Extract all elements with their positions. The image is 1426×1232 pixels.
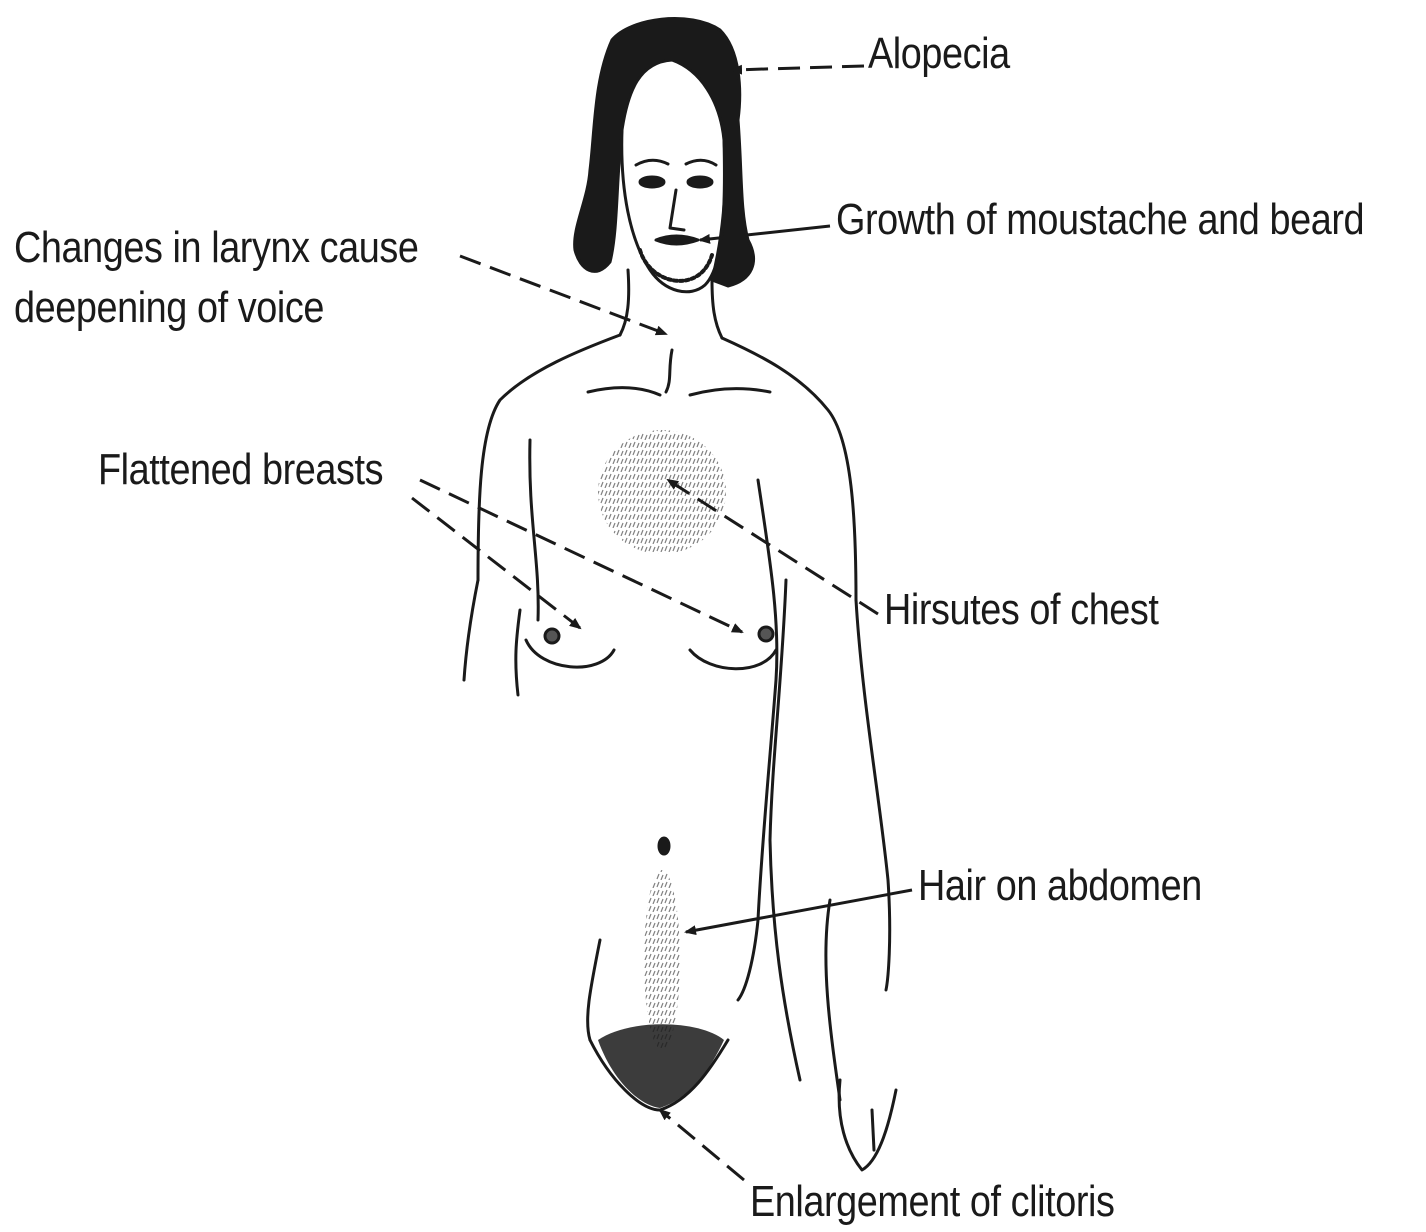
left-brow <box>636 160 668 165</box>
moustache <box>656 236 698 244</box>
right-brow <box>686 160 716 165</box>
beard <box>640 250 712 281</box>
nose <box>670 190 684 230</box>
left-shoulder <box>478 335 620 580</box>
label-hirsutes-chest: Hirsutes of chest <box>884 580 1159 640</box>
right-forearm <box>826 900 840 1100</box>
right-arm-outer <box>856 600 890 990</box>
left-nipple <box>545 629 559 643</box>
label-enlargement-clitoris: Enlargement of clitoris <box>750 1172 1114 1232</box>
label-hair-abdomen: Hair on abdomen <box>918 856 1202 916</box>
left-eye <box>640 177 664 187</box>
right-breast <box>690 650 776 669</box>
left-breast <box>526 640 614 667</box>
right-nipple <box>759 627 773 641</box>
pubic-hair <box>598 1024 724 1108</box>
label-larynx-line2: deepening of voice <box>14 278 418 338</box>
moustache-leader <box>700 226 830 240</box>
left-torso-side <box>530 440 538 620</box>
chest-hair <box>598 430 726 554</box>
navel <box>659 838 669 854</box>
abdomen-leader <box>686 890 912 932</box>
clavicles <box>588 388 770 395</box>
label-alopecia: Alopecia <box>868 24 1010 84</box>
label-flattened-breasts: Flattened breasts <box>98 440 383 500</box>
label-moustache-beard: Growth of moustache and beard <box>836 190 1364 250</box>
right-hand <box>839 1080 896 1170</box>
female-figure <box>464 19 896 1170</box>
left-arm <box>464 580 520 695</box>
clitoris-leader <box>660 1110 744 1180</box>
abdomen-hair-line <box>644 870 680 1050</box>
label-larynx-line1: Changes in larynx cause <box>14 218 418 278</box>
right-eye <box>688 177 712 187</box>
larynx-leader <box>460 256 666 334</box>
larynx <box>666 350 672 392</box>
left-hip <box>588 940 600 1040</box>
label-larynx: Changes in larynx cause deepening of voi… <box>14 218 418 338</box>
right-shoulder <box>722 338 856 600</box>
hair <box>575 19 754 286</box>
body-hair <box>598 430 726 1108</box>
alopecia-leader <box>732 66 864 70</box>
